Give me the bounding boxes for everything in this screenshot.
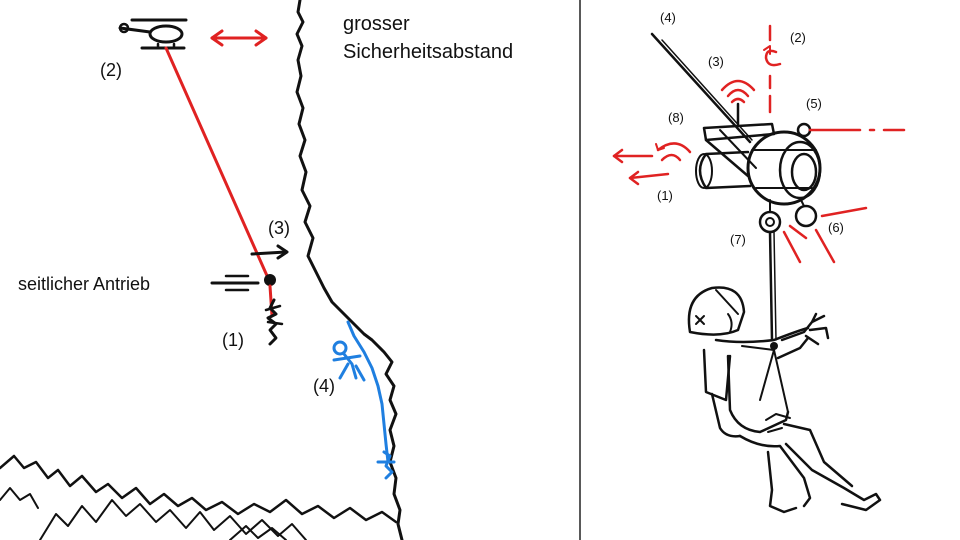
- marker-3-left: (3): [268, 218, 290, 238]
- mountain-ridge-3: [0, 487, 287, 540]
- thrust-arrow-icon: [250, 244, 289, 260]
- marker-5-right: (5): [806, 96, 822, 111]
- cliff-wall: [295, 0, 404, 540]
- wall-rope: [346, 320, 390, 464]
- right-panel: (4) (2) (3) (5) (8) (1) (6) (7): [612, 10, 906, 514]
- hoist-cable-2: [773, 231, 777, 341]
- climber-lower-icon: [376, 450, 396, 480]
- mountain-range: [0, 454, 398, 524]
- light-rays: [782, 206, 868, 264]
- hoist-cable: [768, 230, 774, 342]
- rotation-arrow-icon: [763, 24, 782, 114]
- marker-4-left: (4): [313, 376, 335, 396]
- marker-8-right: (8): [668, 110, 684, 125]
- double-arrow-icon: [210, 29, 268, 47]
- rescue-device-body: [695, 122, 822, 234]
- mountain-ridge-2: [39, 499, 307, 540]
- safety-distance-label-line1: grosser: [343, 13, 410, 35]
- marker-4-right: (4): [660, 10, 676, 25]
- left-panel: grosser Sicherheitsabstand (2) (3) seitl…: [0, 0, 513, 540]
- rescue-device: [264, 274, 276, 286]
- lateral-drive-indicator: [210, 274, 260, 292]
- rescuer-icon: [687, 286, 882, 514]
- marker-7-right: (7): [730, 232, 746, 247]
- signal-icon: [720, 79, 756, 126]
- marker-1-left: (1): [222, 330, 244, 350]
- marker-6-right: (6): [828, 220, 844, 235]
- climber-icon: [332, 340, 366, 382]
- main-rope: [650, 32, 752, 144]
- safety-distance-label-line2: Sicherheitsabstand: [343, 41, 513, 63]
- rescue-rope: [164, 46, 270, 280]
- marker-2-right: (2): [790, 30, 806, 45]
- thrust-arrows-icon: [612, 142, 692, 186]
- helicopter-icon: [118, 18, 188, 50]
- hook: [770, 342, 778, 350]
- rescuer-icon: [264, 298, 284, 346]
- marker-2-left: (2): [100, 60, 122, 80]
- lateral-drive-label: seitlicher Antrieb: [18, 274, 150, 294]
- marker-3-right: (3): [708, 54, 724, 69]
- marker-1-right: (1): [657, 188, 673, 203]
